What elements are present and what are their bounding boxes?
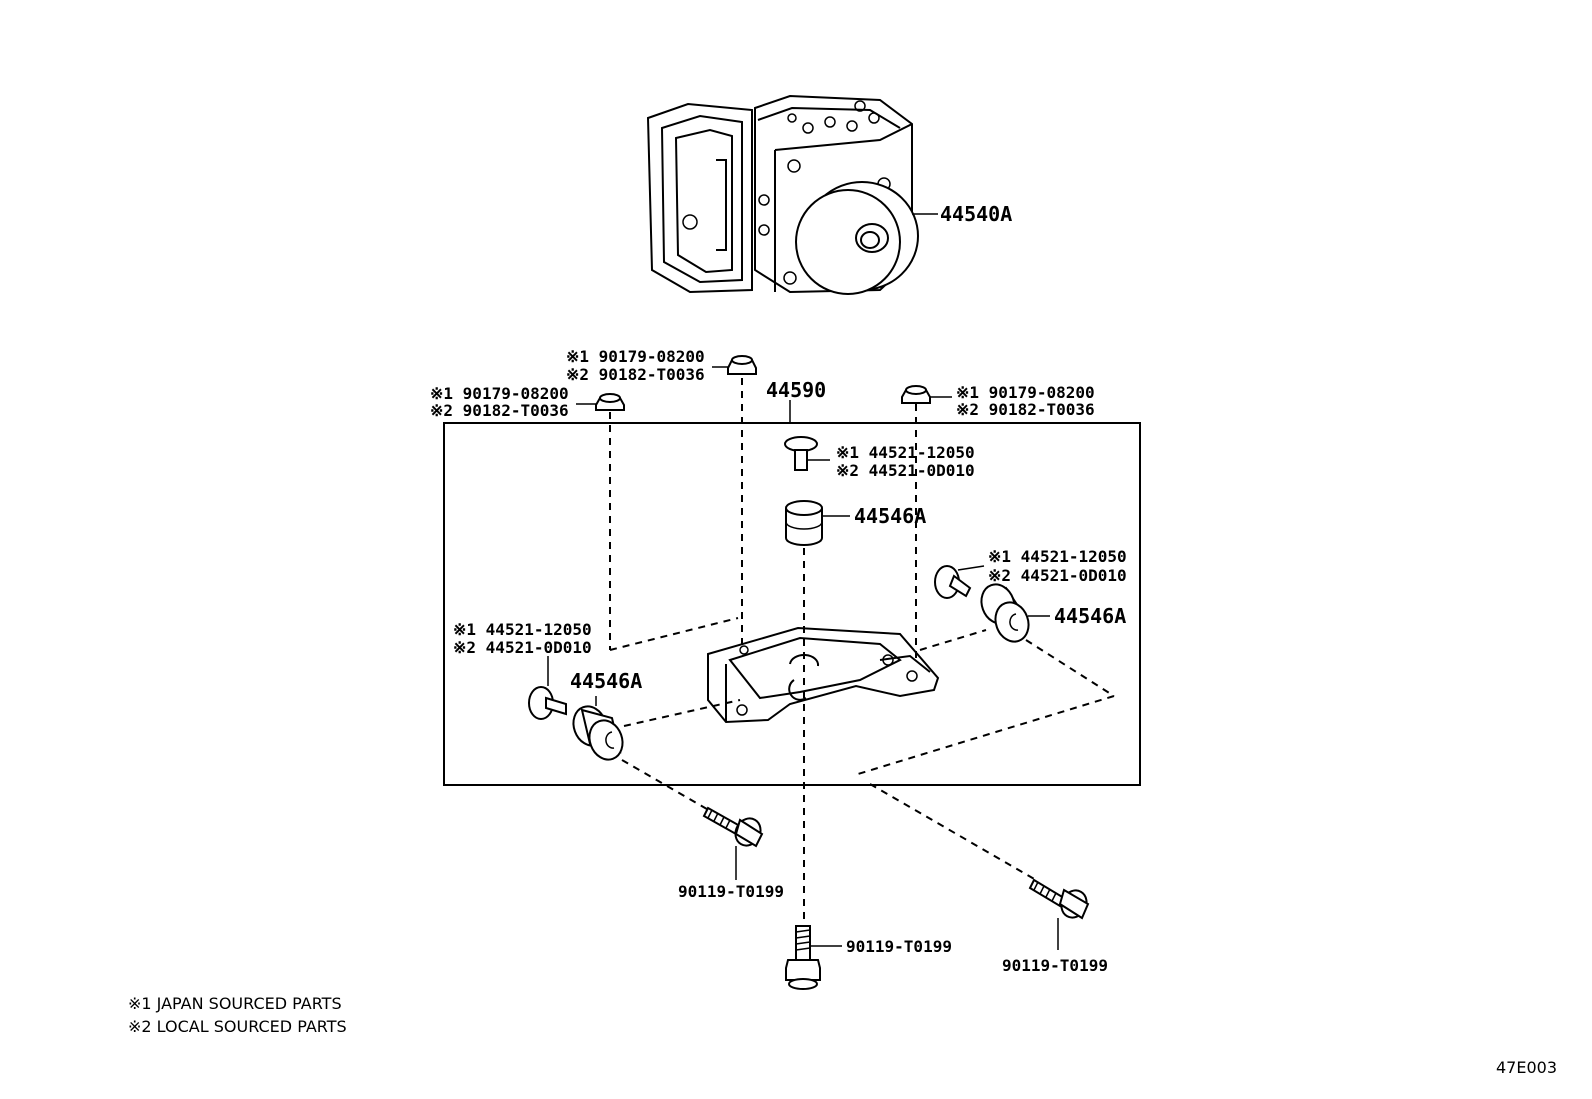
callout-cushion-top: 44546A — [854, 504, 926, 528]
stud-right-icon — [934, 565, 972, 599]
bolt-center-icon — [785, 925, 821, 990]
stud-left-icon — [528, 686, 567, 720]
stud-top-icon — [784, 436, 818, 471]
cushion-left-icon — [572, 705, 624, 761]
callout-actuator: 44540A — [940, 202, 1012, 226]
callout-nut-mid-2: ※2 90182-T0036 — [566, 365, 705, 384]
callout-bolt-left: 90119-T0199 — [678, 882, 784, 901]
callout-nut-left-2: ※2 90182-T0036 — [430, 401, 569, 420]
cushion-top-icon — [785, 500, 823, 546]
abs-actuator-illustration — [646, 94, 938, 295]
assembly-lines — [609, 378, 1115, 926]
callout-stud-left-1: ※1 44521-12050 — [453, 620, 592, 639]
callout-nut-right-2: ※2 90182-T0036 — [956, 400, 1095, 419]
bracket-illustration — [707, 626, 940, 724]
footnote-local: ※2 LOCAL SOURCED PARTS — [128, 1017, 347, 1036]
bracket-frame — [443, 422, 1141, 786]
callout-cushion-right: 44546A — [1054, 604, 1126, 628]
callout-nut-mid-1: ※1 90179-08200 — [566, 347, 705, 366]
nut-left-icon — [595, 393, 625, 411]
callout-bracket: 44590 — [766, 378, 826, 402]
callout-cushion-left: 44546A — [570, 669, 642, 693]
nut-right-icon — [901, 385, 931, 404]
callout-stud-top-2: ※2 44521-0D010 — [836, 461, 975, 480]
callout-stud-top-1: ※1 44521-12050 — [836, 443, 975, 462]
bolt-right-icon — [1028, 878, 1090, 920]
callout-nut-right-1: ※1 90179-08200 — [956, 383, 1095, 402]
callout-nut-left-1: ※1 90179-08200 — [430, 384, 569, 403]
callout-bolt-right: 90119-T0199 — [1002, 956, 1108, 975]
footnote-japan: ※1 JAPAN SOURCED PARTS — [128, 994, 342, 1013]
cushion-right-icon — [980, 583, 1030, 643]
callout-stud-left-2: ※2 44521-0D010 — [453, 638, 592, 657]
bolt-left-icon — [702, 806, 764, 848]
callout-stud-right-1: ※1 44521-12050 — [988, 547, 1127, 566]
callout-stud-right-2: ※2 44521-0D010 — [988, 566, 1127, 585]
nut-mid-icon — [727, 355, 757, 375]
figure-id: 47E003 — [1496, 1058, 1558, 1077]
callout-bolt-center: 90119-T0199 — [846, 937, 952, 956]
